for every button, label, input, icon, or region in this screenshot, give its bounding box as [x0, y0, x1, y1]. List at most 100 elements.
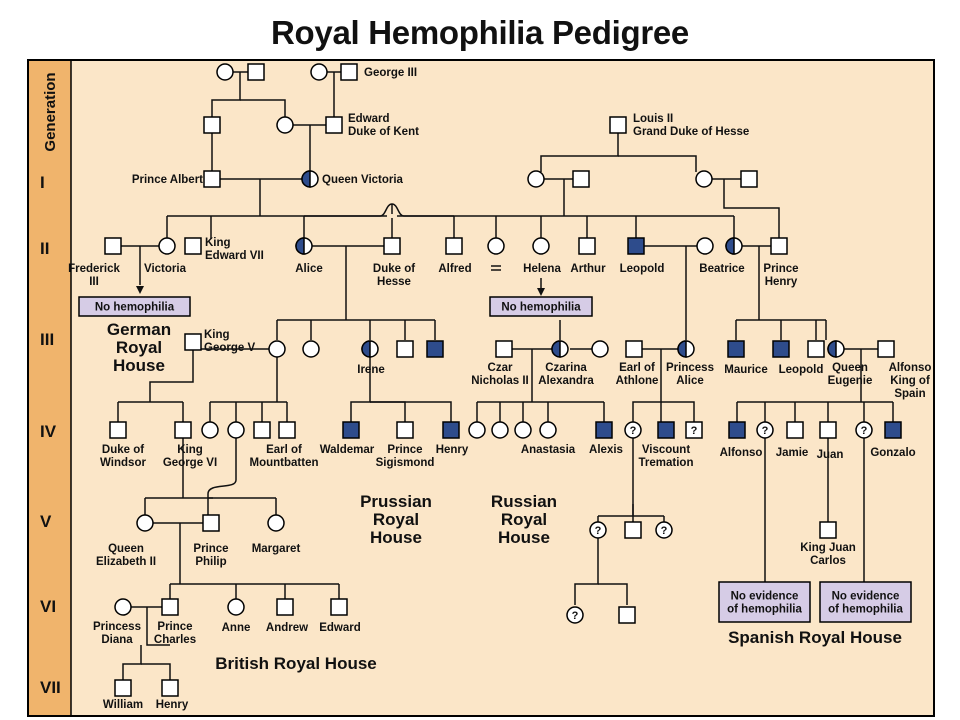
- juan-symbol: [819, 421, 837, 439]
- connector-line: [122, 645, 142, 680]
- person-label-vicky: Victoria: [144, 263, 187, 275]
- connector-line: [211, 72, 241, 118]
- male-symbol: [807, 340, 825, 358]
- female-symbol: [216, 63, 234, 81]
- unknown-mark: ?: [595, 525, 602, 537]
- connector-line: [240, 99, 286, 118]
- henry-p-symbol: [770, 237, 788, 255]
- connector-line: [723, 200, 780, 239]
- female-symbol: [468, 421, 486, 439]
- margaret-symbol: [267, 514, 285, 532]
- german-no-hemophilia-note-box: [78, 296, 191, 317]
- william-symbol: [114, 679, 132, 697]
- person-label-helena: Helena: [523, 263, 561, 275]
- waldemar-symbol: [342, 421, 360, 439]
- female-symbol: [527, 170, 545, 188]
- connector-line: [141, 663, 171, 680]
- henry-pr-symbol: [442, 421, 460, 439]
- connector-line: [618, 155, 697, 172]
- person-label-arthur: Arthur: [570, 263, 606, 275]
- female-symbol: [491, 421, 509, 439]
- female-symbol: [514, 421, 532, 439]
- unknown-mark: ?: [762, 425, 769, 437]
- george6-symbol: [174, 421, 192, 439]
- generation-level-label: V: [40, 512, 52, 531]
- person-label-juan: Juan: [817, 449, 844, 461]
- alfred-symbol: [445, 237, 463, 255]
- anastasia-symbol: [539, 421, 557, 439]
- person-label-alfonso: Alfonso: [720, 447, 763, 459]
- female-symbol: [302, 340, 320, 358]
- unknown-status-symbol: [589, 521, 607, 539]
- connector-line: [574, 536, 599, 605]
- connector-line: [540, 132, 619, 172]
- carrier-half: [361, 340, 371, 358]
- female-symbol: [310, 63, 328, 81]
- person-label-beatrice: Beatrice: [699, 263, 744, 275]
- person-label-irene: Irene: [357, 364, 385, 376]
- edward-b-symbol: [330, 598, 348, 616]
- generation-level-label: I: [40, 173, 45, 192]
- male-symbol: [740, 170, 758, 188]
- person-label-leopold: Leopold: [620, 263, 665, 275]
- female-symbol: [227, 421, 245, 439]
- person-label-alfred: Alfred: [438, 263, 471, 275]
- person-label-william: William: [103, 699, 143, 711]
- pedigree-symbols: [104, 63, 902, 697]
- andrew-symbol: [276, 598, 294, 616]
- carrier-half: [725, 237, 735, 255]
- george5-symbol: [184, 333, 202, 351]
- person-label-anastasia: Anastasia: [521, 444, 576, 456]
- charles-symbol: [161, 598, 179, 616]
- maurice-symbol: [727, 340, 745, 358]
- generation-level-label: VI: [40, 597, 56, 616]
- gonzalo-no-evidence-note-box: [819, 581, 912, 623]
- edward-symbol: [325, 116, 343, 134]
- unknown-mark: ?: [572, 610, 579, 622]
- male-symbol: [618, 606, 636, 624]
- male-symbol: [624, 521, 642, 539]
- albert-symbol: [203, 170, 221, 188]
- elizabeth-symbol: [136, 514, 154, 532]
- generation-level-label: III: [40, 330, 54, 349]
- connector-line: [661, 401, 695, 422]
- person-label-andrew: Andrew: [266, 622, 308, 634]
- frederick-symbol: [104, 237, 122, 255]
- unknown-status-symbol: [566, 606, 584, 624]
- carrier-half: [827, 340, 837, 358]
- female-symbol: [276, 116, 294, 134]
- person-label-victoria: Queen Victoria: [322, 174, 404, 186]
- louis2-symbol: [609, 116, 627, 134]
- diana-symbol: [114, 598, 132, 616]
- german-no-hemophilia-note: No hemophilia: [95, 302, 175, 314]
- generation-level-label: II: [40, 239, 49, 258]
- helena-no-hemophilia-note-box: [489, 296, 593, 317]
- philip-symbol: [202, 514, 220, 532]
- house-label-spanish: Spanish Royal House: [728, 628, 902, 647]
- carrier-half: [677, 340, 687, 358]
- windsor-symbol: [109, 421, 127, 439]
- female-symbol: [591, 340, 609, 358]
- person-label-gonzalo: Gonzalo: [870, 447, 915, 459]
- female-symbol: [695, 170, 713, 188]
- dukehesse-symbol: [383, 237, 401, 255]
- nicholas-symbol: [495, 340, 513, 358]
- generation-level-label: IV: [40, 422, 57, 441]
- unknown-status-symbol: [855, 421, 873, 439]
- sigismond-symbol: [396, 421, 414, 439]
- gonzalo-symbol: [884, 421, 902, 439]
- person-label-albert: Prince Albert: [132, 174, 203, 186]
- person-label-maurice: Maurice: [724, 364, 767, 376]
